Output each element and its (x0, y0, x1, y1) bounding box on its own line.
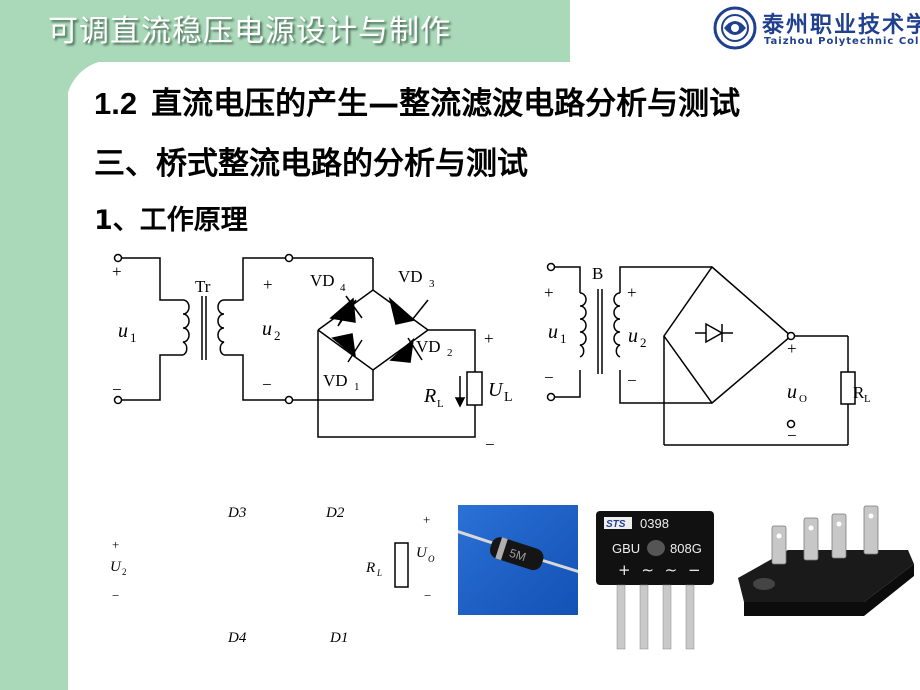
college-name-cn: 泰州职业技术学院 (762, 12, 920, 38)
section-heading: 1.2 直流电压的产生—整流滤波电路分析与测试 (94, 78, 740, 123)
c3-d2-label: D2 (325, 505, 345, 521)
c1-vd1-label: VD (323, 371, 348, 390)
c1-u2-sub: 2 (274, 328, 281, 343)
college-logo: 泰州职业技术学院 Taizhou Polytechnic College (712, 6, 920, 50)
c3-uo-label: U (416, 545, 428, 561)
transformer-tr (182, 253, 294, 405)
diodes-circuit-1 (329, 295, 429, 363)
c3-rl-label: R (365, 560, 375, 576)
left-sidebar-band (0, 0, 68, 690)
section-number: 1.2 (94, 86, 138, 121)
c2-u1-sub: 1 (560, 331, 567, 346)
c2-rl-label: R (853, 383, 865, 402)
bridge-model-left: GBU (612, 541, 640, 556)
c2-plus-in: + (544, 283, 554, 302)
header-band (0, 0, 570, 62)
c2-u2-label: u (628, 325, 638, 347)
c3-minus-uo: − (424, 588, 431, 603)
bridge-brand: STS (606, 519, 626, 530)
diode-bridge-1 (292, 257, 476, 438)
c1-vd4-sub: 4 (340, 282, 346, 294)
c3-d4-label: D4 (227, 630, 247, 646)
c1-u1-sub: 1 (130, 330, 137, 345)
c1-u2-label: u (262, 318, 272, 340)
c1-u1-label: u (118, 320, 128, 342)
bridge-code: 0398 (640, 516, 669, 531)
c2-diode-symbol (695, 322, 733, 344)
bridge-pin-marks: + ∼ ∼ − (618, 561, 704, 579)
module-terminals (771, 505, 879, 565)
c3-d3-label: D3 (227, 505, 246, 521)
c3-minus-u2: − (112, 588, 119, 603)
item-heading: 1、工作原理 (94, 205, 248, 236)
c2-minus-out: − (787, 426, 797, 445)
diode-marking: 5M (508, 546, 528, 564)
section-title: 直流电压的产生—整流滤波电路分析与测试 (151, 86, 741, 122)
photo-rectifier-diode: 5M (458, 505, 578, 615)
c2-rl-sub: L (864, 393, 871, 405)
c1-minus-u2: − (262, 375, 272, 394)
photo-bridge-rectifier-gbu808g: STS 0398 GBU 808G + ∼ ∼ − (596, 511, 714, 650)
c1-minus-out: − (485, 435, 495, 454)
c1-ul-label: U (488, 379, 504, 401)
c1-plus-u2: + (263, 275, 273, 294)
input-terminals (113, 253, 183, 405)
c3-plus-uo: + (423, 512, 430, 527)
c1-vd2-sub: 2 (447, 347, 453, 359)
load-resistor-rl-1 (454, 371, 483, 408)
c1-plus-in: + (112, 262, 122, 281)
c2-uo-label: u (787, 381, 797, 403)
c2-uo-sub: O (799, 393, 807, 405)
c2-u2-sub: 2 (640, 335, 647, 350)
bridge-model-right: 808G (670, 541, 702, 556)
c1-vd2-label: VD (416, 337, 441, 356)
c1-rl-sub: L (437, 398, 444, 410)
c3-d1-label: D1 (329, 630, 348, 646)
c2-bridge-square (663, 265, 856, 446)
c3-rl-sub: L (376, 568, 382, 578)
c3-load-resistor (394, 542, 409, 588)
c2-input (546, 262, 581, 402)
c1-rl-label: R (423, 385, 436, 407)
c1-plus-out: + (484, 329, 494, 348)
college-emblem-icon (713, 6, 757, 50)
c1-vd4-label: VD (310, 271, 335, 290)
college-name-en: Taizhou Polytechnic College (764, 36, 920, 47)
c3-u2-sub: 2 (122, 567, 127, 577)
c1-vd3-sub: 3 (429, 278, 435, 290)
c3-uo-sub: O (428, 554, 435, 564)
c2-minus-u2: − (627, 371, 637, 390)
c2-b-label: B (592, 264, 603, 283)
c1-minus-in: − (112, 380, 122, 399)
c2-plus-out: + (787, 339, 797, 358)
c2-u1-label: u (548, 321, 558, 343)
c1-vd1-sub: 1 (354, 381, 360, 393)
c1-tr-label: Tr (195, 277, 211, 296)
c1-vd3-label: VD (398, 267, 423, 286)
photo-bridge-rectifier-module (728, 498, 918, 633)
subsection-heading: 三、桥式整流电路的分析与测试 (94, 146, 528, 182)
c2-minus-in: − (544, 368, 554, 387)
c3-u2-label: U (110, 559, 122, 575)
c1-ul-sub: L (504, 390, 513, 405)
c2-transformer-b (579, 266, 712, 404)
bridge-pins (616, 584, 695, 650)
course-title: 可调直流稳压电源设计与制作 (48, 14, 451, 49)
c2-plus-u2: + (627, 283, 637, 302)
c3-plus-u2: + (112, 537, 119, 552)
